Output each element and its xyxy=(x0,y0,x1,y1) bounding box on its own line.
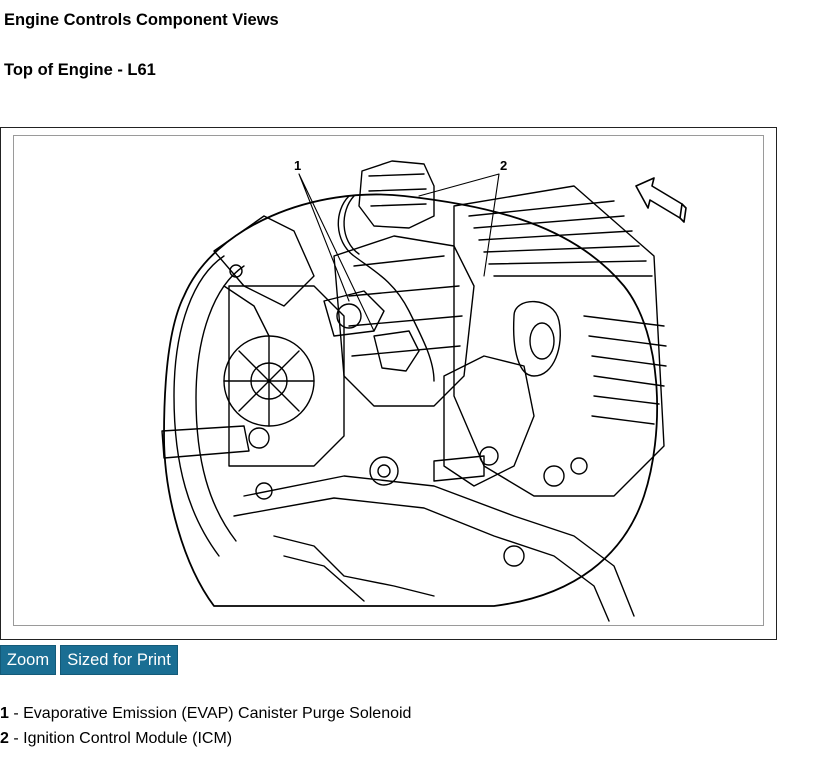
legend-number: 2 xyxy=(0,730,9,747)
callout-2: 2 xyxy=(500,158,507,173)
callout-1: 1 xyxy=(294,158,301,173)
section-title: Top of Engine - L61 xyxy=(4,61,156,79)
engine-diagram: 1 2 xyxy=(13,135,764,626)
figure-frame: 1 2 xyxy=(0,127,777,640)
legend-text: - Evaporative Emission (EVAP) Canister P… xyxy=(8,705,412,722)
legend-item: 1 - Evaporative Emission (EVAP) Canister… xyxy=(0,704,411,729)
zoom-button[interactable]: Zoom xyxy=(0,645,56,675)
legend-number: 1 xyxy=(0,705,9,722)
component-legend: 1 - Evaporative Emission (EVAP) Canister… xyxy=(0,704,411,754)
sized-for-print-button[interactable]: Sized for Print xyxy=(60,645,178,675)
engine-illustration: 1 2 xyxy=(161,158,687,622)
legend-item: 2 - Ignition Control Module (ICM) xyxy=(0,729,411,754)
legend-text: - Ignition Control Module (ICM) xyxy=(8,730,233,747)
page-title: Engine Controls Component Views xyxy=(4,11,279,29)
